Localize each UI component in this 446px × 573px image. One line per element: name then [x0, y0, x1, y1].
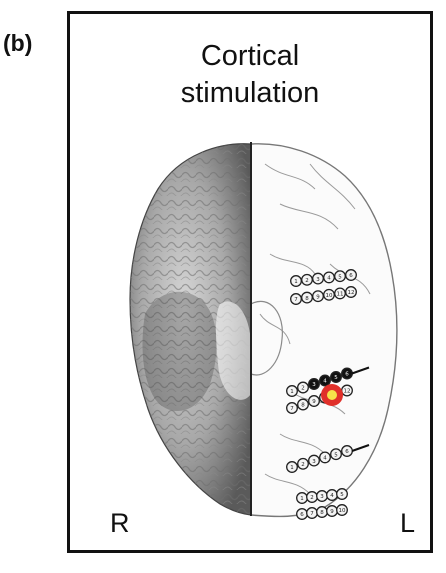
electrode-contact: [308, 378, 320, 390]
electrode-label: 5: [340, 492, 344, 498]
electrode-label: 6: [349, 273, 353, 279]
electrode-contact: [286, 402, 298, 414]
electrode-contact: [319, 374, 331, 387]
electrode-contact: [345, 286, 357, 298]
electrode-contact: [330, 371, 342, 383]
title-line-2: stimulation: [180, 77, 320, 109]
lead-wire: [351, 444, 370, 452]
electrode-contact: [297, 398, 309, 411]
electrode-contact: [286, 385, 298, 397]
electrode-contact: [330, 448, 342, 461]
electrode-contact: [308, 395, 320, 407]
electrode-label: 5: [334, 375, 338, 381]
electrode-label: 2: [305, 278, 309, 284]
electrode-label: 3: [316, 277, 320, 283]
electrode-label: 6: [345, 372, 349, 378]
electrode-label: 1: [300, 496, 304, 502]
electrode-label: 2: [310, 495, 314, 501]
figure-frame: Cortical stimulation: [67, 11, 433, 553]
electrode-label: 10: [339, 508, 346, 514]
electrode-contact: [297, 457, 309, 470]
electrode-contact: [286, 461, 298, 473]
electrode-strip-3: 1 2 3 4 5 6: [286, 444, 370, 473]
electrode-contact: [345, 269, 357, 281]
panel-label: (b): [3, 30, 33, 56]
electrode-label: 1: [294, 279, 298, 285]
brain-diagram: 1234567891011121234567891011121234561234…: [129, 142, 398, 520]
electrode-label: 9: [330, 509, 334, 515]
stimulation-inner: [327, 390, 337, 400]
left-hemisphere-label: L: [400, 508, 416, 538]
electrode-label: 3: [312, 382, 316, 388]
electrode-label: 6: [345, 449, 349, 455]
electrode-label: 8: [301, 403, 305, 409]
electrode-label: 7: [290, 406, 294, 412]
electrode-label: 8: [320, 510, 324, 516]
right-hemisphere-label: R: [110, 508, 130, 538]
electrode-label: 1: [290, 389, 294, 395]
electrode-label: 2: [301, 462, 305, 468]
electrode-label: 4: [327, 276, 331, 282]
electrode-label: 3: [320, 494, 324, 500]
electrode-contact: [297, 381, 309, 394]
electrode-label: 4: [323, 379, 327, 385]
electrode-contact: [336, 488, 348, 500]
electrode-label: 8: [305, 296, 309, 302]
electrode-label: 12: [348, 290, 355, 296]
electrode-label: 11: [337, 292, 344, 298]
electrode-label: 7: [294, 297, 298, 303]
electrode-label: 4: [330, 493, 334, 499]
electrode-label: 10: [326, 293, 333, 299]
electrode-label: 7: [310, 511, 314, 517]
electrode-contact: [308, 454, 320, 467]
stimulation-site: [321, 384, 343, 406]
electrode-contact: [336, 504, 348, 516]
title-line-1: Cortical: [200, 40, 300, 72]
electrode-label: 5: [338, 274, 342, 280]
electrode-label: 9: [312, 399, 316, 405]
right-hemisphere: [129, 143, 252, 516]
electrode-label: 3: [312, 459, 316, 465]
electrode-label: 12: [344, 389, 351, 395]
electrode-label: 9: [316, 294, 320, 300]
electrode-label: 2: [301, 386, 305, 392]
electrode-strips: 1234567891011121234567891011121234561234…: [286, 269, 370, 520]
electrode-contact: [319, 451, 331, 464]
electrode-label: 6: [300, 512, 304, 518]
electrode-label: 1: [290, 465, 294, 471]
electrode-label: 4: [323, 456, 327, 462]
lead-wire: [351, 366, 370, 375]
electrode-label: 5: [334, 452, 338, 458]
